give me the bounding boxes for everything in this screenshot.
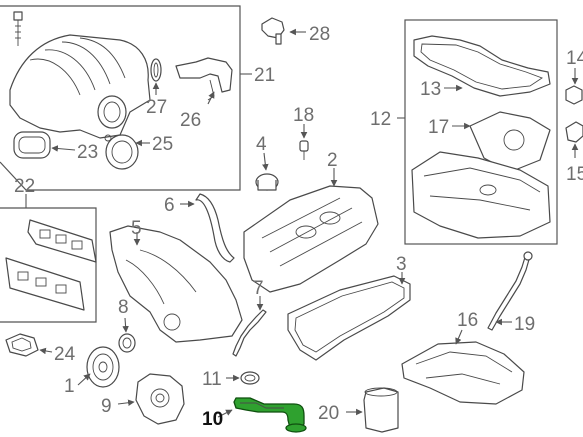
intake-stud-bolt[interactable]	[13, 11, 23, 46]
intake-manifold[interactable]	[9, 34, 151, 139]
o-ring[interactable]	[240, 371, 260, 385]
windage-tray[interactable]	[401, 341, 525, 405]
callout-23: 23	[77, 142, 98, 163]
callout-20: 20	[318, 403, 339, 424]
vacuum-pipe-bracket[interactable]	[175, 57, 233, 101]
callout-21: 21	[254, 65, 275, 86]
oil-pan[interactable]	[411, 151, 551, 239]
callout-28: 28	[309, 24, 330, 45]
callout-5: 5	[131, 218, 142, 239]
callout-22: 22	[14, 176, 35, 197]
valve-cover[interactable]	[243, 185, 379, 293]
timing-chain-guide[interactable]	[195, 193, 235, 263]
oil-filler-cap[interactable]	[255, 173, 279, 191]
callout-27: 27	[146, 97, 167, 118]
callout-1: 1	[64, 376, 75, 397]
callout-26: 26	[180, 110, 201, 131]
callout-6: 6	[164, 195, 175, 216]
callout-7: 7	[253, 278, 264, 299]
gasket-set-frame	[0, 207, 97, 323]
throttle-body-gasket[interactable]	[104, 134, 139, 170]
callout-19: 19	[514, 314, 535, 335]
valve-cover-gasket[interactable]	[287, 275, 411, 361]
small-gasket[interactable]	[5, 333, 39, 357]
oil-filter[interactable]	[363, 387, 399, 433]
callout-10: 10	[202, 409, 223, 430]
intake-manifold-group-frame	[0, 5, 252, 191]
callout-15: 15	[566, 164, 583, 185]
timing-chain-cover[interactable]	[109, 225, 243, 343]
callout-16: 16	[457, 310, 478, 331]
o-ring-seal[interactable]	[150, 58, 162, 82]
callout-18: 18	[293, 105, 314, 126]
callout-14: 14	[566, 48, 583, 69]
dipstick-tube-fitting[interactable]	[565, 85, 583, 105]
oil-pan-gasket[interactable]	[413, 35, 551, 97]
callout-17: 17	[428, 117, 449, 138]
intake-gasket[interactable]	[13, 131, 51, 159]
oil-pressure-sensor[interactable]	[299, 140, 309, 160]
callout-24: 24	[54, 344, 76, 365]
callout-12: 12	[370, 109, 391, 130]
sensor[interactable]	[261, 17, 285, 45]
oil-pan-group-frame	[397, 19, 558, 245]
lower-port-gasket[interactable]	[5, 257, 85, 311]
callout-11: 11	[202, 369, 222, 390]
crankshaft-pulley[interactable]	[86, 346, 120, 388]
callout-13: 13	[420, 79, 441, 100]
oil-pump[interactable]	[135, 373, 185, 425]
upper-port-gasket[interactable]	[27, 219, 97, 263]
callout-25: 25	[152, 134, 173, 155]
callout-9: 9	[101, 396, 112, 417]
callout-8: 8	[118, 297, 129, 318]
oil-pickup-tube[interactable]	[233, 397, 307, 433]
front-crank-seal[interactable]	[118, 333, 136, 353]
callout-2: 2	[327, 150, 338, 171]
callout-4: 4	[256, 134, 267, 155]
dipstick-tube[interactable]	[487, 251, 533, 331]
drain-plug-bracket[interactable]	[565, 121, 583, 143]
cover-seal-strip[interactable]	[232, 309, 267, 357]
callout-3: 3	[396, 254, 407, 275]
